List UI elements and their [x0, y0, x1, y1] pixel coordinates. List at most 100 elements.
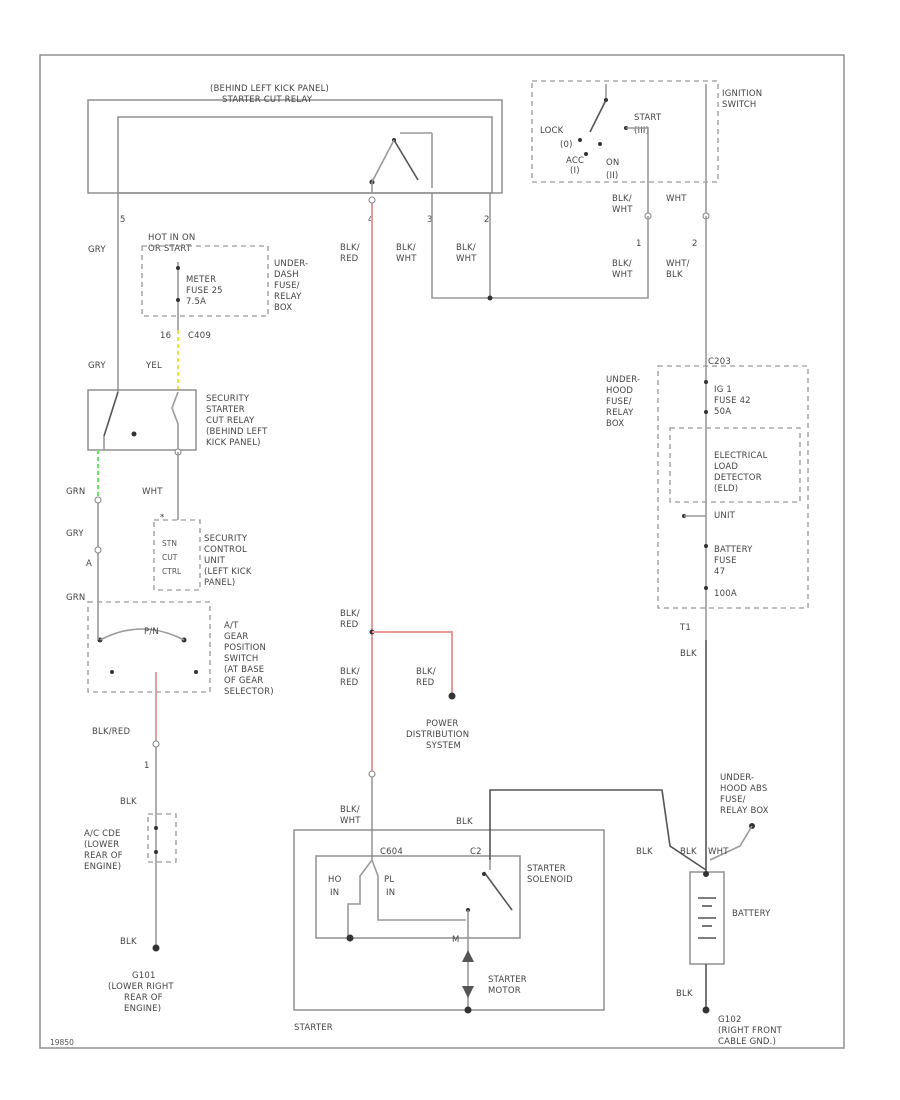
under-dash-4: RELAY	[274, 292, 302, 302]
motor-arrow-bottom	[462, 986, 474, 998]
solenoid-contact-dot	[482, 872, 486, 876]
starter-label: STARTER	[294, 1023, 333, 1033]
grn-2: GRN	[66, 593, 85, 603]
gry-3: GRY	[66, 529, 84, 539]
kick-relay-label-1: (BEHIND LEFT KICK PANEL)	[210, 84, 329, 94]
abs-wire	[709, 825, 753, 861]
blk-red-4-1: BLK/	[340, 667, 360, 677]
eld-3: DETECTOR	[714, 473, 762, 483]
relay-pin-2: 2	[484, 215, 490, 225]
sec-unit-3: UNIT	[204, 556, 226, 566]
top-blkwht1-1: BLK/	[396, 243, 416, 253]
stn-1: STN	[162, 539, 177, 548]
fuse-hot-1: HOT IN ON	[148, 233, 195, 243]
ign-whtblk-1: WHT/	[666, 259, 690, 269]
sec-relay-contact	[131, 431, 137, 437]
blk-red-4-2: RED	[340, 678, 359, 688]
g102-2: (RIGHT FRONT	[718, 1026, 783, 1036]
ign-start-wire	[626, 127, 649, 216]
relay-lead-a	[371, 139, 395, 183]
pull-pl: PL	[384, 875, 394, 885]
sec-unit-1: SECURITY	[204, 534, 248, 544]
top-blkred-1: BLK/	[340, 243, 360, 253]
gear-contact-arc	[99, 628, 185, 641]
blk-red-5-2: RED	[416, 678, 435, 688]
ac-dot-a	[154, 826, 158, 830]
ign-whtblk-2: BLK	[666, 270, 683, 280]
blk-1: BLK	[120, 797, 137, 807]
motor-2: MOTOR	[488, 986, 521, 996]
blk-6: BLK	[680, 847, 697, 857]
eld-box	[669, 427, 801, 503]
ig1-dot-b	[704, 410, 708, 414]
under-dash-2: DASH	[274, 270, 299, 280]
under-dash-3: FUSE/	[274, 281, 300, 291]
starter-solenoid-box	[315, 855, 521, 939]
g101-3: REAR OF	[124, 993, 163, 1003]
blk-7: BLK	[676, 989, 693, 999]
gear-dot-1	[110, 670, 114, 674]
g101-4: ENGINE)	[124, 1004, 161, 1014]
relay-pin-3: 3	[427, 215, 433, 225]
ign-acc-num: (I)	[570, 166, 580, 176]
sec-relay-4: (BEHIND LEFT	[206, 427, 268, 437]
under-hood-1: UNDER-	[606, 375, 640, 385]
sec-relay-3: CUT RELAY	[206, 416, 255, 426]
under-hood-4: RELAY	[606, 408, 634, 418]
under-hood-fuse-box	[657, 365, 809, 609]
blk-2: BLK	[120, 937, 137, 947]
blk-red-5-1: BLK/	[416, 667, 436, 677]
under-dash-fuse-box	[141, 245, 269, 317]
sec-unit-5: PANEL)	[204, 578, 235, 588]
pin-m: M	[452, 935, 460, 945]
battery-cable	[489, 789, 707, 871]
pin-1: 1	[144, 761, 150, 771]
ign-contact-lock	[578, 138, 582, 142]
security-unit-box	[153, 519, 201, 591]
fuse-hot-2: OR START	[148, 244, 192, 254]
solenoid-contact	[483, 871, 513, 911]
conn-c604: C604	[380, 847, 403, 857]
eld-2: LOAD	[714, 462, 738, 472]
ign-switch-pivot	[604, 98, 608, 102]
ac-cde-box	[147, 813, 177, 863]
ign-start: START	[634, 113, 662, 123]
grn-1: GRN	[66, 487, 85, 497]
security-relay-box	[87, 389, 197, 451]
sec-relay-5: KICK PANEL)	[206, 438, 261, 448]
ign-lock-num: (0)	[560, 140, 573, 150]
ac-cde-4: ENGINE)	[84, 862, 121, 872]
stn-3: CTRL	[162, 567, 182, 576]
hold-in: IN	[330, 888, 339, 898]
eld-1: ELECTRICAL	[714, 451, 768, 461]
under-dash-1: UNDER-	[274, 259, 308, 269]
pull-coil	[371, 859, 466, 921]
conn-c203: C203	[708, 357, 731, 367]
conn-c409: C409	[188, 331, 211, 341]
wire-blk-wht-relay	[431, 193, 649, 299]
blk-3: BLK	[680, 649, 697, 659]
solenoid-1: STARTER	[527, 864, 566, 874]
blk-red-2: BLK/RED	[92, 727, 130, 737]
ign-contact-on	[598, 142, 602, 146]
blk-wht-3-1: BLK/	[340, 805, 360, 815]
outer-frame	[39, 54, 845, 1049]
ign-pin2: 2	[692, 239, 698, 249]
fuse-dot-a	[176, 266, 180, 270]
eld-4: (ELD)	[714, 484, 738, 494]
gear-pn: P/N	[144, 627, 159, 637]
sec-relay-1: SECURITY	[206, 394, 250, 404]
at-gear-7: SELECTOR)	[224, 687, 274, 697]
under-hood-3: FUSE/	[606, 397, 632, 407]
battery-label: BATTERY	[732, 909, 771, 919]
center-conn	[368, 770, 376, 778]
blk-wht-3-2: WHT	[340, 816, 361, 826]
ign-blkwht-a-2: WHT	[612, 205, 633, 215]
battery-positive	[703, 871, 709, 877]
conn-t1: T1	[679, 623, 691, 633]
ac-cde-1: A/C CDE	[84, 829, 121, 839]
top-blkwht2-2: WHT	[456, 254, 477, 264]
bat-fuse-3: 47	[714, 567, 725, 577]
